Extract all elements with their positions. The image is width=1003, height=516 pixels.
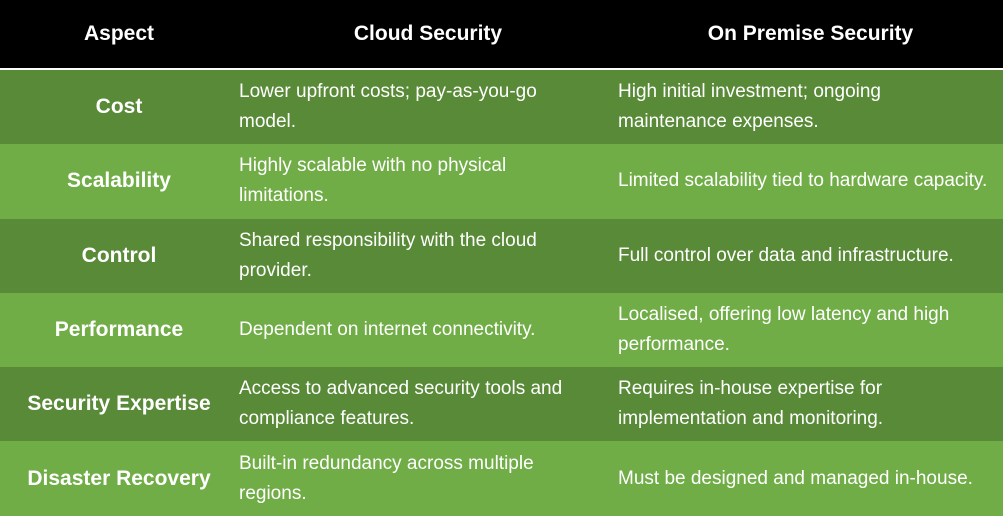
onprem-cell: Requires in-house expertise for implemen…: [618, 378, 884, 430]
aspect-cell: Disaster Recovery: [27, 466, 211, 490]
header-on-premise-security: On Premise Security: [707, 22, 914, 45]
table-row: Control Shared responsibility with the c…: [0, 218, 1003, 293]
onprem-cell: Limited scalability tied to hardware cap…: [618, 170, 988, 192]
cloud-cell: Shared responsibility with the cloud pro…: [239, 229, 537, 281]
cloud-cell: Built-in redundancy across multiple regi…: [239, 452, 534, 504]
aspect-cell: Performance: [54, 318, 184, 342]
table-row: Cost Lower upfront costs; pay-as-you-go …: [0, 70, 1003, 145]
onprem-cell: Must be designed and managed in-house.: [618, 467, 973, 489]
header-aspect: Aspect: [83, 22, 155, 45]
onprem-cell: Localised, offering low latency and high…: [618, 304, 950, 356]
onprem-cell: Full control over data and infrastructur…: [618, 244, 954, 266]
aspect-cell: Scalability: [67, 169, 171, 193]
table-row: Security Expertise Access to advanced se…: [0, 367, 1003, 442]
table-row: Disaster Recovery Built-in redundancy ac…: [0, 441, 1003, 516]
table-row: Performance Dependent on internet connec…: [0, 292, 1003, 368]
cloud-cell: Access to advanced security tools and co…: [239, 378, 563, 430]
cloud-cell: Lower upfront costs; pay-as-you-go model…: [239, 81, 537, 133]
cloud-cell: Highly scalable with no physical limitat…: [239, 155, 507, 207]
aspect-cell: Security Expertise: [27, 392, 211, 416]
cloud-cell: Dependent on internet connectivity.: [239, 319, 536, 341]
table-header: Aspect Cloud Security On Premise Securit…: [0, 0, 1003, 70]
header-cloud-security: Cloud Security: [353, 22, 503, 45]
table-row: Scalability Highly scalable with no phys…: [0, 144, 1003, 219]
aspect-cell: Cost: [95, 95, 143, 119]
onprem-cell: High initial investment; ongoing mainten…: [618, 81, 881, 133]
aspect-cell: Control: [81, 243, 157, 267]
